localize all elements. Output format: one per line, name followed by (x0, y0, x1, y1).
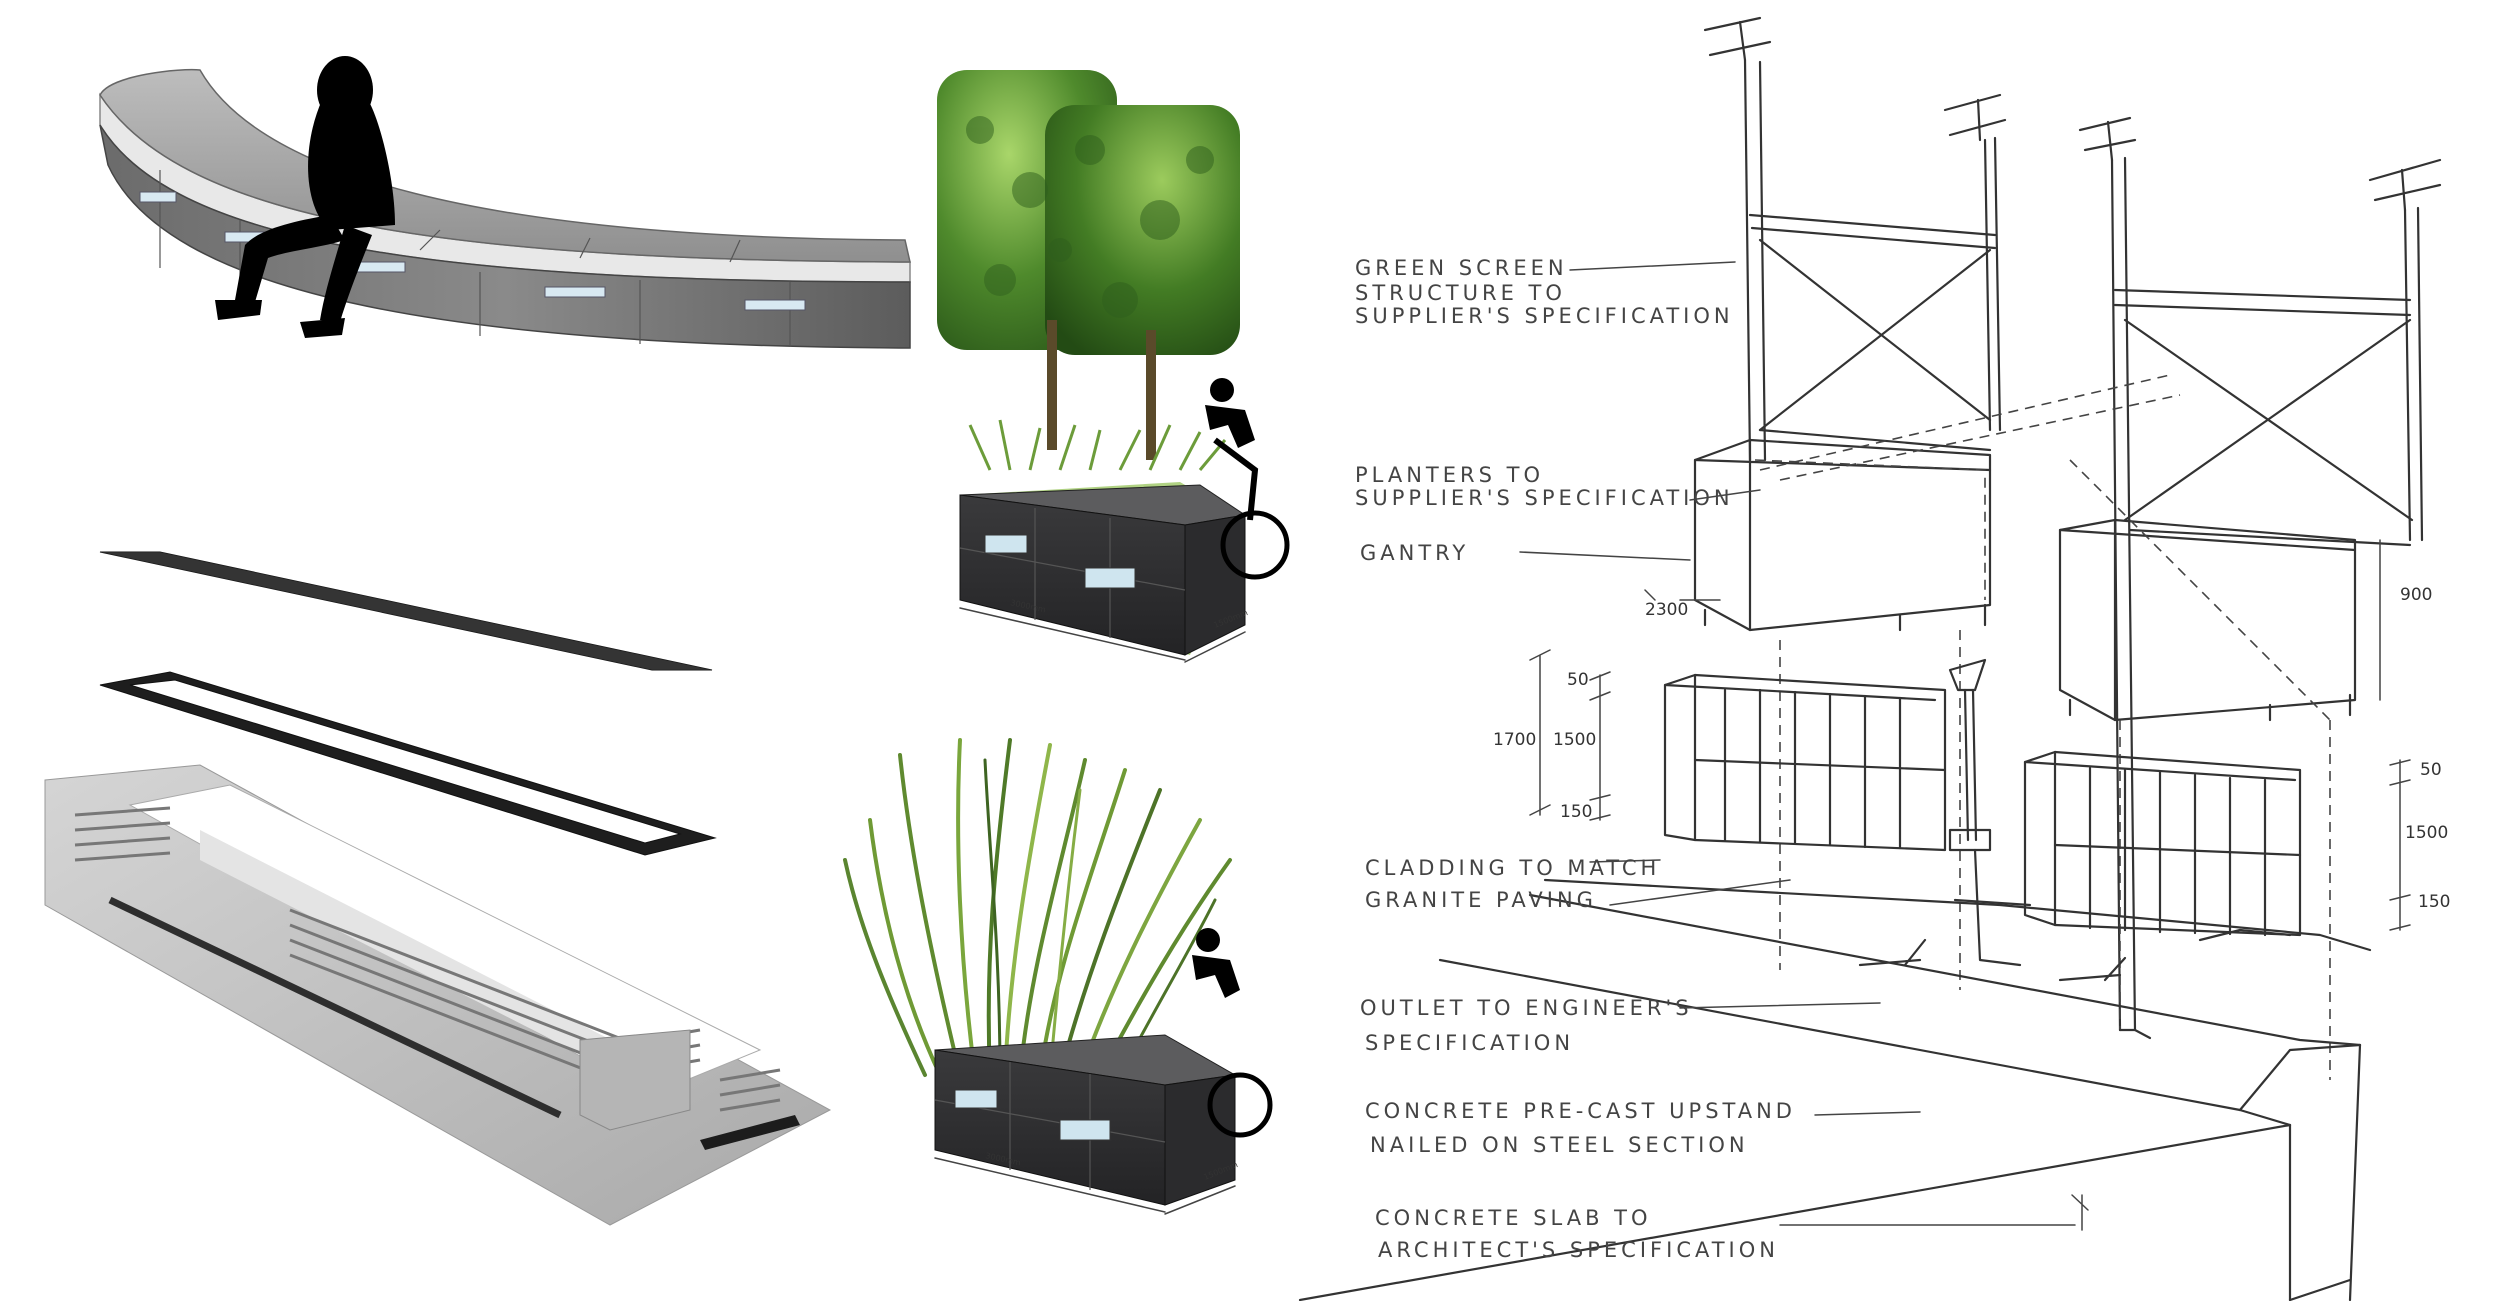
dim-1500-right: 1500 (2405, 823, 2448, 843)
curved-bench-render (99, 56, 911, 349)
label-green-screen-1: GREEN SCREEN (1355, 256, 1568, 280)
label-slab-2: ARCHITECT'S SPECIFICATION (1378, 1238, 1779, 1262)
label-planters-1: PLANTERS TO (1355, 463, 1544, 487)
dim-1700: 1700 (1493, 730, 1536, 750)
label-precast-1: CONCRETE PRE-CAST UPSTAND (1365, 1099, 1796, 1123)
label-planters-2: SUPPLIER'S SPECIFICATION (1355, 486, 1734, 510)
dim-150-left: 150 (1560, 802, 1592, 822)
dim-900: 900 (2400, 585, 2432, 605)
cyclist-silhouette-2 (1192, 928, 1273, 1138)
green-screen-sketch (1298, 16, 2442, 1301)
label-outlet-1: OUTLET TO ENGINEER'S (1360, 996, 1693, 1020)
label-cladding-2: GRANITE PAVING (1365, 888, 1597, 912)
grass-planter-render: 3000mm 1500mm (843, 738, 1273, 1215)
dim-150-right: 150 (2418, 892, 2450, 912)
label-gantry: GANTRY (1360, 541, 1469, 565)
exploded-planter-render (44, 551, 832, 1226)
label-outlet-2: SPECIFICATION (1365, 1031, 1574, 1055)
sketch-annotations: GREEN SCREEN STRUCTURE TO SUPPLIER'S SPE… (1355, 256, 1796, 1262)
label-green-screen-2: STRUCTURE TO (1355, 281, 1566, 305)
label-cladding-1: CLADDING TO MATCH (1365, 856, 1660, 880)
label-slab-1: CONCRETE SLAB TO (1375, 1206, 1652, 1230)
dim-2300: 2300 (1645, 600, 1688, 620)
sketch-dimensions: 2300 900 50 1700 1500 150 50 1500 150 (1493, 585, 2450, 912)
dim-1500-left: 1500 (1553, 730, 1596, 750)
hedge-planter-render: 3000mm 1500mm (937, 70, 1290, 663)
dim-50-left: 50 (1567, 670, 1589, 690)
dim-50-right: 50 (2420, 760, 2442, 780)
label-precast-2: NAILED ON STEEL SECTION (1370, 1133, 1749, 1157)
cyclist-silhouette-1 (1205, 378, 1290, 580)
seated-person-silhouette (215, 56, 395, 338)
label-green-screen-3: SUPPLIER'S SPECIFICATION (1355, 304, 1734, 328)
